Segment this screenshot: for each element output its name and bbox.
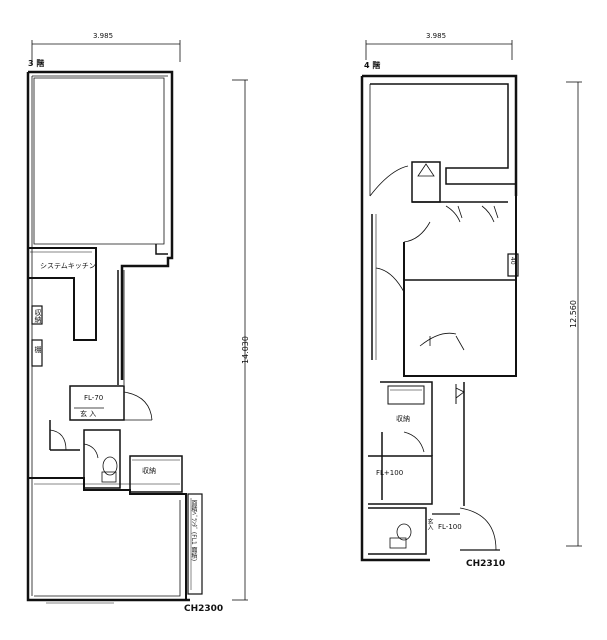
right-floor-label: 4 階 <box>364 61 381 70</box>
left-entrance-label: 玄 入 <box>80 410 97 418</box>
balcony-note: 面積ﾍﾞﾗﾝﾀﾞ (FL1 面積) <box>190 500 197 562</box>
right-plan-code: CH2310 <box>466 559 506 569</box>
left-width-dimension: 3.985 <box>93 32 114 40</box>
left-storage-label: 収納 <box>34 309 42 323</box>
kitchen-label: システムキッチン <box>40 262 96 270</box>
right-fl1-label: FL+100 <box>376 469 404 477</box>
left-storage2-label: 収納 <box>142 467 156 475</box>
left-closet-label: 棚 <box>34 346 42 353</box>
left-height-dimension: 14.030 <box>241 336 250 364</box>
right-entrance-label: 玄入 <box>426 518 433 530</box>
right-width-dimension: 3.985 <box>426 32 447 40</box>
left-fl-label: FL-70 <box>84 394 104 402</box>
right-height-dimension: 12.560 <box>569 300 578 328</box>
right-fl2-label: FL-100 <box>438 523 462 531</box>
left-floor-label: 3 階 <box>28 59 45 68</box>
left-plan-code: CH2300 <box>184 604 224 614</box>
right-plan-walls <box>360 40 582 562</box>
left-plan-walls <box>26 40 248 604</box>
right-small-label: 40 <box>509 257 516 265</box>
right-storage-label: 収納 <box>396 415 410 423</box>
